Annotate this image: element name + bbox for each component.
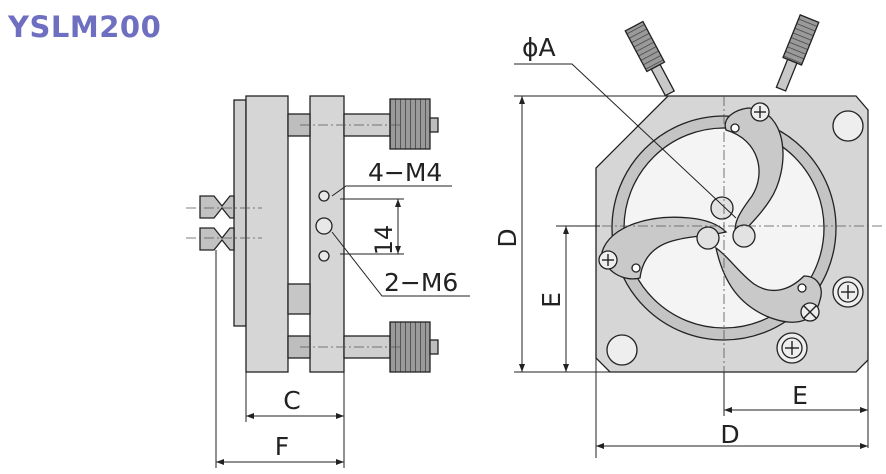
top-adjust-knob	[389, 98, 431, 150]
iris-blade-3	[715, 246, 822, 323]
label-phi-a: ϕA	[522, 33, 556, 62]
iris-blade-1	[724, 107, 784, 242]
m4-leader	[331, 185, 452, 197]
product-title: YSLM200	[8, 10, 162, 44]
clip-lower	[199, 227, 235, 251]
label-e-vertical: E	[537, 292, 566, 308]
label-d-vertical: D	[493, 228, 522, 247]
label-m4: 4−M4	[368, 158, 442, 187]
side-back-plate	[233, 99, 247, 327]
clip-upper	[199, 195, 235, 219]
front-view	[595, 14, 869, 373]
label-m6: 2−M6	[384, 268, 458, 297]
label-f: F	[275, 432, 289, 461]
label-c: C	[283, 386, 300, 415]
label-d-horizontal: D	[720, 420, 739, 449]
side-view	[199, 95, 439, 373]
side-plate-left	[245, 95, 289, 373]
m6-leader	[331, 231, 470, 297]
phi-a-leader	[514, 63, 737, 219]
label-dim-14: 14	[370, 225, 398, 256]
front-knob-left	[624, 20, 676, 97]
label-e-horizontal: E	[792, 381, 808, 410]
front-knob-right	[775, 14, 820, 92]
